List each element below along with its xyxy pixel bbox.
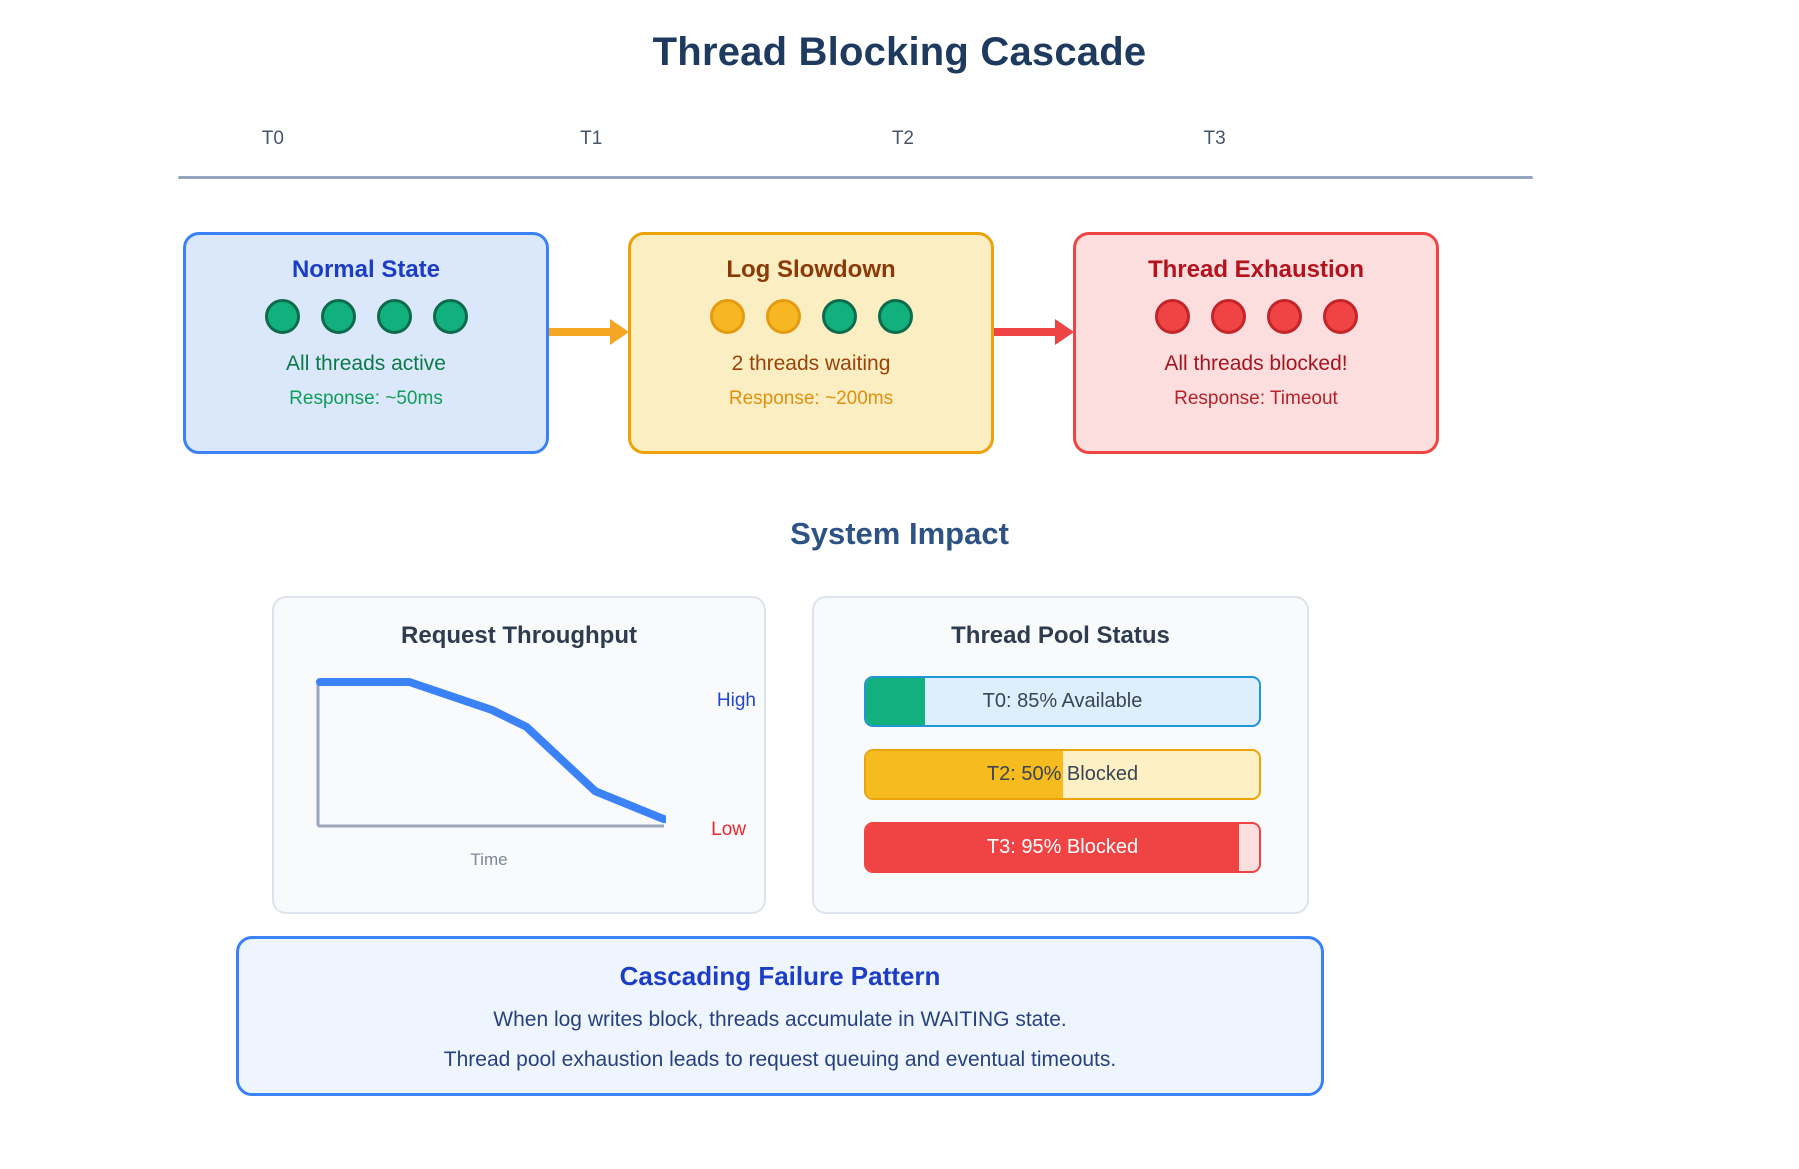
timeline-marker-t1: T1 — [580, 128, 603, 149]
timeline-marker-t3: T3 — [1203, 128, 1226, 149]
stage-response-text: Response: ~200ms — [728, 388, 894, 410]
thread-dot-blocked — [1154, 299, 1190, 335]
stage-response-text: Response: Timeout — [1174, 388, 1338, 410]
arrow-shaft — [549, 328, 612, 336]
system-impact-heading: System Impact — [790, 516, 1009, 551]
stage-title: Log Slowdown — [726, 256, 896, 283]
thread-pool-bar-t0[interactable]: T0: 85% Available — [864, 676, 1261, 727]
thread-dot-waiting — [765, 299, 801, 335]
bar-fill — [866, 824, 1240, 871]
bar-fill — [866, 678, 925, 725]
arrow-head — [610, 319, 629, 345]
stage-title: Thread Exhaustion — [1147, 256, 1365, 283]
bar-fill — [866, 751, 1063, 798]
timeline-marker-t0: T0 — [261, 128, 284, 149]
stage-card-normal-state[interactable]: Normal State All threads active Response… — [183, 232, 549, 454]
note-line-1: When log writes block, threads accumulat… — [493, 1008, 1067, 1031]
arrow-shaft — [994, 328, 1057, 336]
stage-status-text: All threads blocked! — [1164, 352, 1348, 376]
arrow-head — [1055, 319, 1074, 345]
note-title: Cascading Failure Pattern — [619, 961, 941, 991]
thread-dot-active — [877, 299, 913, 335]
stage-title: Normal State — [291, 256, 441, 283]
timeline-marker-t2: T2 — [891, 128, 915, 149]
bar-label: T2: 50% Blocked — [986, 763, 1139, 785]
axis-label-time: Time — [470, 850, 508, 869]
stage-card-row: Normal State All threads active Response… — [0, 232, 1799, 454]
stage-status-text: All threads active — [286, 352, 446, 376]
stage-response-text: Response: ~50ms — [289, 388, 443, 410]
axis-label-high: High — [716, 690, 756, 711]
cascading-failure-note: Cascading Failure Pattern When log write… — [236, 936, 1324, 1096]
timeline: T0 T1 T2 T3 — [178, 128, 1533, 183]
arrow-normal-to-slowdown-icon — [549, 319, 629, 345]
thread-dot-active — [376, 299, 412, 335]
page-title: Thread Blocking Cascade — [652, 30, 1147, 74]
stage-card-thread-exhaustion[interactable]: Thread Exhaustion All threads blocked! R… — [1073, 232, 1439, 454]
arrow-slowdown-to-exhaustion-icon — [994, 319, 1074, 345]
throughput-line-chart-svg — [316, 678, 666, 828]
thread-dot-active — [320, 299, 356, 335]
axis-label-low: Low — [711, 819, 746, 840]
panel-title: Request Throughput — [401, 622, 637, 649]
thread-dot-active — [264, 299, 300, 335]
throughput-chart: High Low Time — [274, 678, 768, 869]
thread-pool-status-panel: Thread Pool Status T0: 85% Available T2:… — [812, 596, 1309, 914]
thread-pool-bar-t3[interactable]: T3: 95% Blocked — [864, 822, 1261, 873]
thread-dot-blocked — [1322, 299, 1358, 335]
stage-card-log-slowdown[interactable]: Log Slowdown 2 threads waiting Response:… — [628, 232, 994, 454]
stage-status-text: 2 threads waiting — [731, 352, 891, 376]
thread-dot-blocked — [1266, 299, 1302, 335]
request-throughput-panel: Request Throughput High Low Time — [272, 596, 766, 914]
thread-dot-blocked — [1210, 299, 1246, 335]
note-line-2: Thread pool exhaustion leads to request … — [443, 1048, 1117, 1071]
timeline-axis-line — [178, 176, 1533, 179]
bar-label: T0: 85% Available — [982, 690, 1143, 712]
thread-dot-active — [432, 299, 468, 335]
thread-dot-waiting — [709, 299, 745, 335]
thread-pool-bar-list: T0: 85% Available T2: 50% Blocked T3: 95… — [864, 676, 1261, 895]
bar-label: T3: 95% Blocked — [986, 836, 1139, 858]
thread-dot-active — [821, 299, 857, 335]
thread-pool-bar-t2[interactable]: T2: 50% Blocked — [864, 749, 1261, 800]
thread-dot-group — [1076, 299, 1436, 335]
panel-title: Thread Pool Status — [951, 622, 1170, 649]
thread-dot-group — [631, 299, 991, 335]
thread-dot-group — [186, 299, 546, 335]
